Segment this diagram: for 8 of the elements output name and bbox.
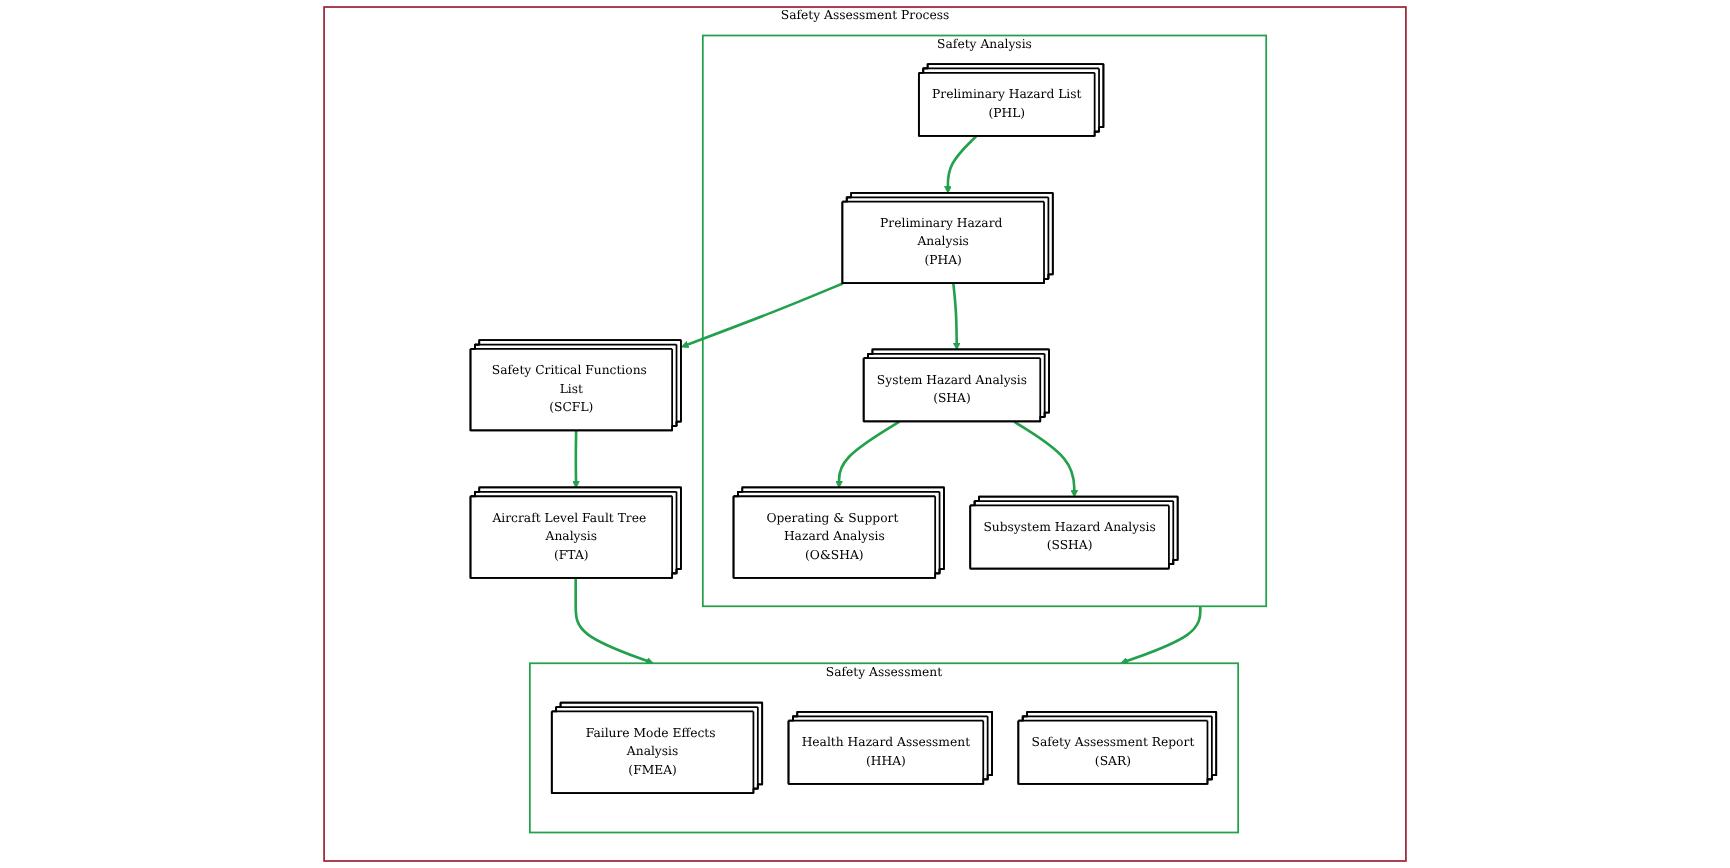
arrow — [681, 282, 844, 349]
arrow — [944, 135, 978, 194]
arrow — [574, 577, 654, 665]
arrow — [1120, 606, 1202, 665]
arrow — [835, 420, 901, 489]
arrow — [572, 430, 580, 489]
arrow — [1013, 420, 1079, 498]
arrow — [952, 283, 961, 351]
